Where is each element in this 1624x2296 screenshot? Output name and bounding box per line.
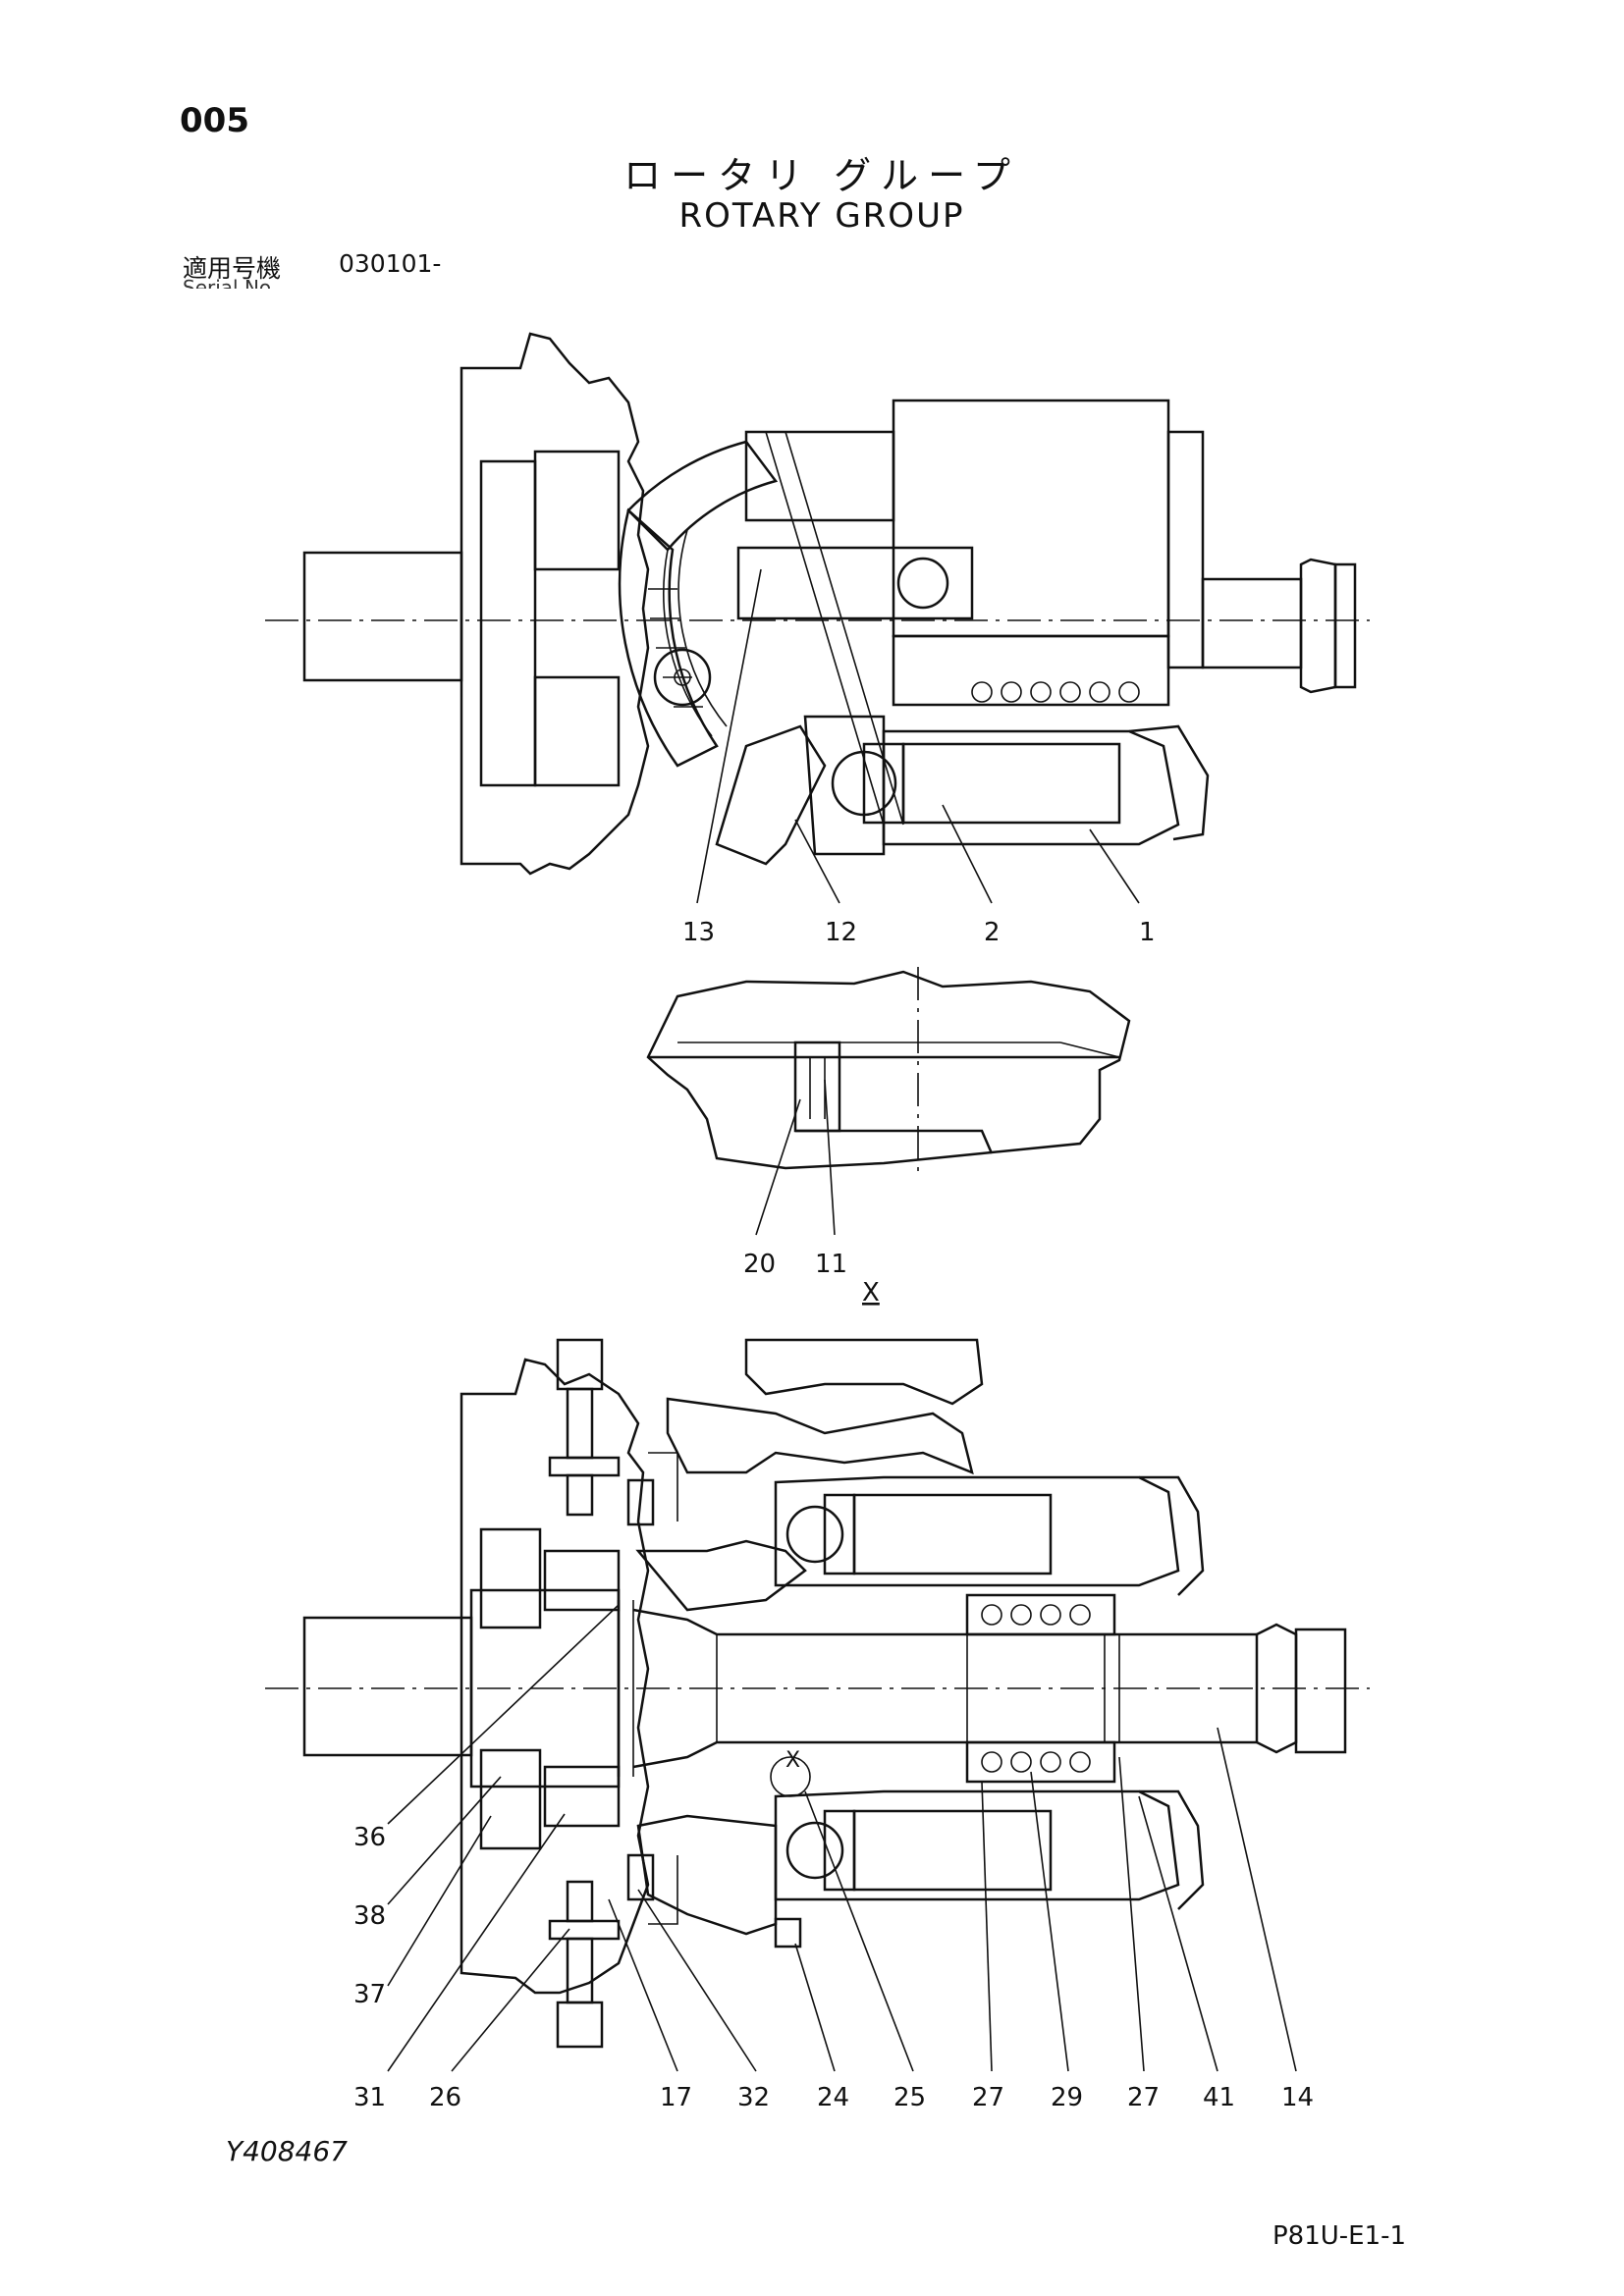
- page-number: 005: [180, 101, 249, 140]
- top-view: [265, 332, 1370, 876]
- callout-36: 36: [353, 1823, 386, 1852]
- title-english: ROTARY GROUP: [678, 196, 965, 236]
- callout-17: 17: [660, 2083, 692, 2112]
- serial-label: 適用号機: [183, 254, 282, 283]
- section-x-mark: X: [785, 1748, 800, 1773]
- section-view-leaders: [387, 1604, 1297, 2072]
- callout-2: 2: [984, 918, 1001, 947]
- callout-1: 1: [1139, 918, 1156, 947]
- callout-13: 13: [682, 918, 715, 947]
- callout-38: 38: [353, 1901, 386, 1931]
- callout-24: 24: [817, 2083, 849, 2112]
- title-japanese: ロータリ グループ: [623, 154, 1020, 197]
- callout-20: 20: [743, 1250, 776, 1279]
- top-view-leaders: [696, 568, 1140, 904]
- callout-32: 32: [737, 2083, 770, 2112]
- view-x-label: X: [862, 1278, 880, 1308]
- callout-27b: 27: [1127, 2083, 1160, 2112]
- section-view: X: [265, 1338, 1370, 2049]
- detail-view-x: [646, 967, 1131, 1173]
- callout-27a: 27: [972, 2083, 1004, 2112]
- serial-value: 030101-: [339, 249, 442, 278]
- callout-26: 26: [429, 2083, 461, 2112]
- document-code: Y408467: [226, 2135, 348, 2167]
- callout-14: 14: [1281, 2083, 1314, 2112]
- page-reference: P81U-E1-1: [1272, 2221, 1407, 2251]
- callout-29: 29: [1051, 2083, 1083, 2112]
- callout-25: 25: [893, 2083, 926, 2112]
- callout-31: 31: [353, 2083, 386, 2112]
- callout-12: 12: [825, 918, 857, 947]
- callout-11: 11: [815, 1250, 847, 1279]
- callout-37: 37: [353, 1980, 386, 2009]
- serial-label-english: Serial No.: [183, 277, 278, 289]
- callout-41: 41: [1203, 2083, 1235, 2112]
